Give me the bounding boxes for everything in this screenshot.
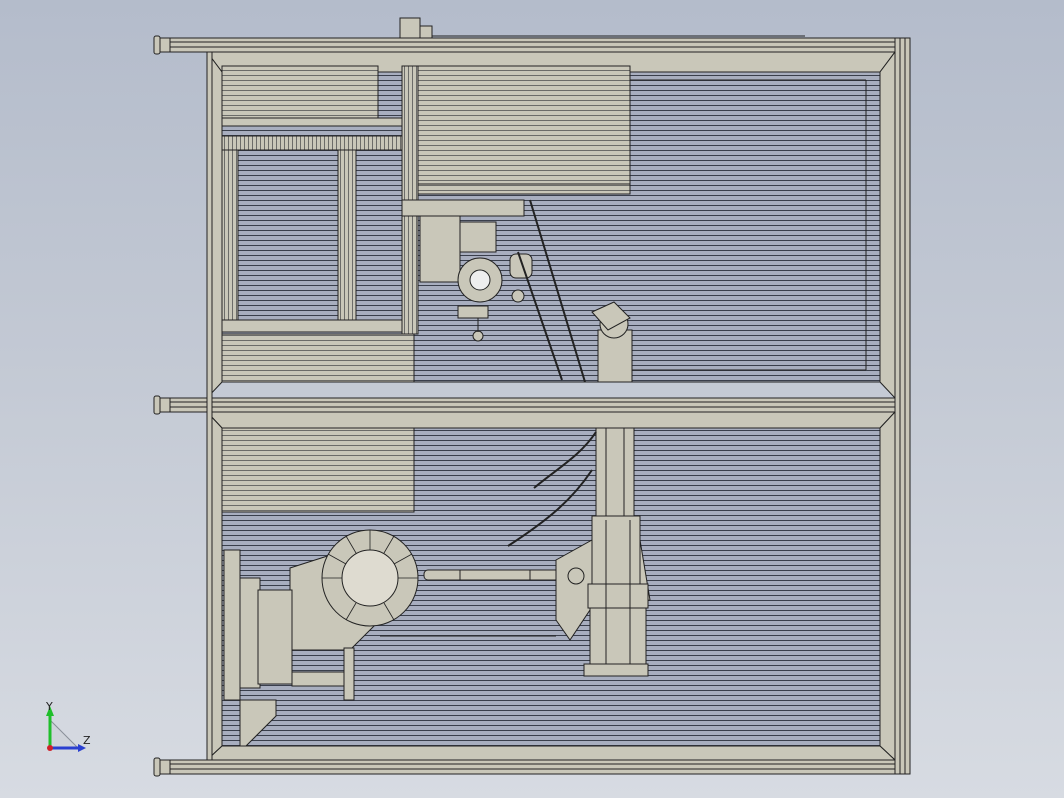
upper-left-module bbox=[221, 65, 419, 383]
spindle-head bbox=[401, 199, 586, 383]
z-axis-label: Z bbox=[83, 734, 91, 747]
left-post bbox=[206, 51, 213, 761]
axis-triad: Y Z bbox=[45, 700, 91, 752]
y-axis-label: Y bbox=[45, 700, 53, 713]
leveling-feet bbox=[153, 35, 171, 777]
turbine-assembly bbox=[223, 529, 419, 747]
middle-beam bbox=[169, 397, 911, 413]
bottom-beam bbox=[169, 759, 911, 775]
robot-arm-column bbox=[591, 301, 635, 521]
lower-left-panel bbox=[221, 427, 415, 513]
cable bbox=[507, 431, 597, 547]
top-beam bbox=[169, 17, 911, 53]
right-post bbox=[894, 37, 911, 775]
upper-hood bbox=[417, 65, 631, 195]
lower-actuator bbox=[555, 515, 651, 677]
